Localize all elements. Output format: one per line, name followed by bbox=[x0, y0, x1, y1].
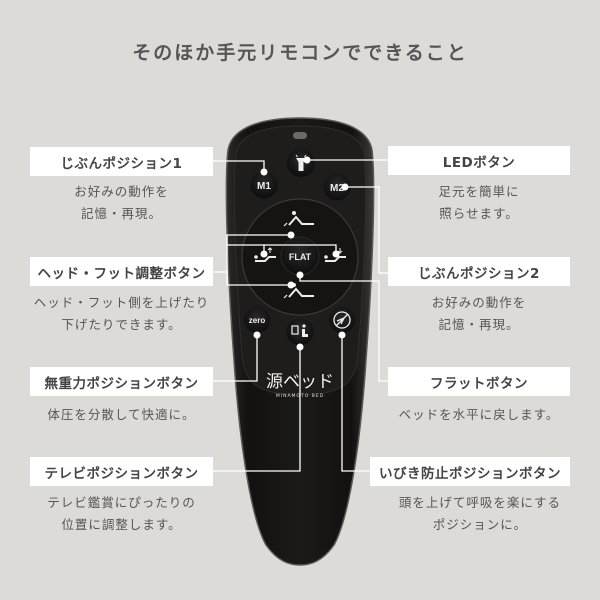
zero-label: zero bbox=[249, 316, 266, 325]
desc-head-foot-adjust: ヘッド・フット側を上げたり 下げたりできます。 bbox=[33, 295, 210, 332]
head-up-icon bbox=[283, 211, 314, 227]
label-my-position-1: じぶんポジション1 bbox=[30, 147, 213, 176]
m2-label: M2 bbox=[330, 183, 344, 194]
m1-label: M1 bbox=[257, 181, 271, 192]
desc-flat-button: ベッドを水平に戻します。 bbox=[398, 407, 560, 422]
desc-my-position-1: お好みの動作を 記憶・再現。 bbox=[74, 184, 169, 221]
label-flat-button: フラットボタン bbox=[388, 367, 570, 396]
tv-position-button bbox=[286, 318, 314, 346]
label-snore-prevention: いびき防止ポジションボタン bbox=[370, 457, 570, 486]
desc-zero-gravity: 体圧を分散して快適に。 bbox=[47, 407, 196, 422]
m1-button bbox=[250, 171, 278, 199]
foot-up-icon bbox=[254, 247, 276, 262]
desc-tv-position: テレビ鑑賞にぴったりの 位置に調整します。 bbox=[47, 495, 196, 532]
label-tv-position: テレビポジションボタン bbox=[30, 457, 213, 486]
label-zero-gravity: 無重力ポジションボタン bbox=[30, 367, 213, 396]
desc-my-position-2: お好みの動作を 記憶・再現。 bbox=[431, 295, 527, 332]
foot-down-icon bbox=[324, 248, 346, 262]
label-led-button: LEDボタン bbox=[388, 146, 570, 175]
snore-prevention-icon bbox=[333, 311, 351, 329]
m2-button bbox=[323, 173, 351, 201]
flashlight-icon bbox=[295, 154, 307, 171]
desc-snore-prevention: 頭を上げて呼吸を楽にする ポジションに。 bbox=[398, 495, 562, 532]
callout-dots bbox=[253, 156, 349, 351]
desc-led-button: 足元を簡単に 照らせます。 bbox=[438, 184, 520, 221]
tv-icon bbox=[291, 324, 308, 337]
label-head-foot-adjust: ヘッド・フット調整ボタン bbox=[30, 257, 213, 286]
zero-gravity-button bbox=[244, 307, 270, 333]
label-my-position-2: じぶんポジション2 bbox=[388, 257, 570, 286]
page-title: そのほか手元リモコンでできること bbox=[132, 42, 468, 64]
flat-label: FLAT bbox=[289, 252, 312, 262]
led-indicator bbox=[293, 132, 307, 139]
